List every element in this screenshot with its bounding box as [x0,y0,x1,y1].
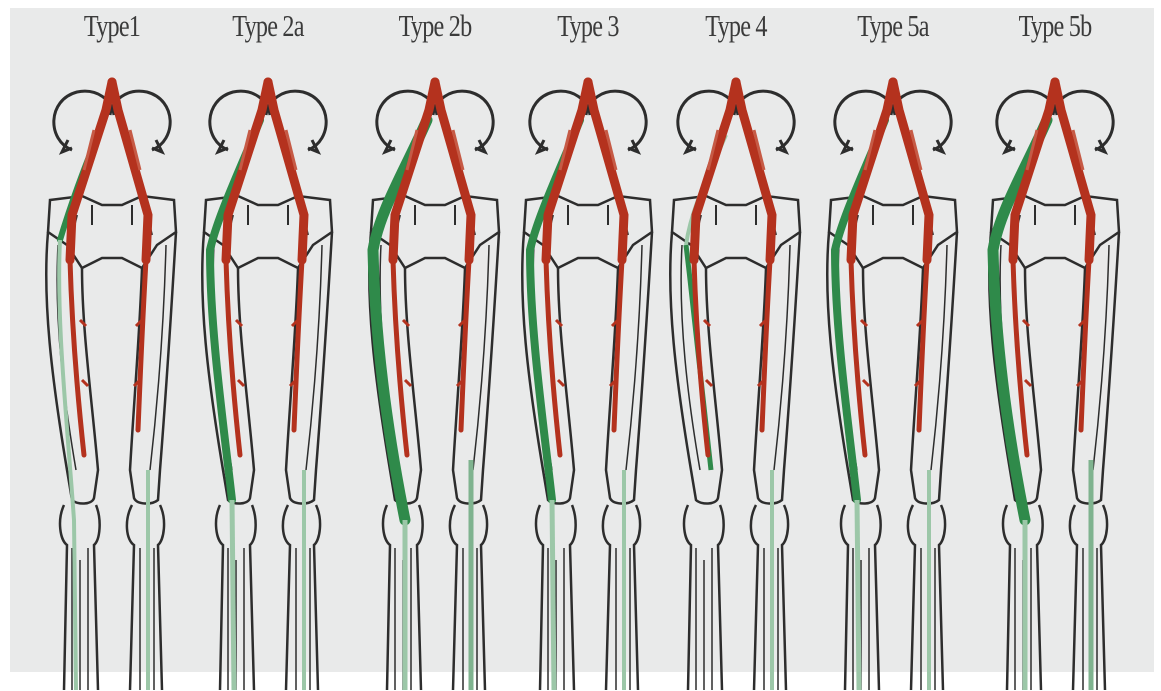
figure-type-2b [369,82,499,690]
figure-type-4 [670,82,800,690]
type-label-5b: Type 5b [1008,8,1102,44]
figure-type-3 [522,82,652,690]
figure-type-5b [989,82,1119,690]
type-label-2b: Type 2b [388,8,482,44]
type-label-5a: Type 5a [846,8,940,44]
figure-type-5a [827,82,957,690]
type-label-3: Type 3 [541,8,635,44]
figure-type-2a [202,82,332,690]
type-label-1: Type1 [65,8,159,44]
type-label-4: Type 4 [689,8,783,44]
figure-type-1 [46,82,176,690]
type-label-2a: Type 2a [221,8,315,44]
